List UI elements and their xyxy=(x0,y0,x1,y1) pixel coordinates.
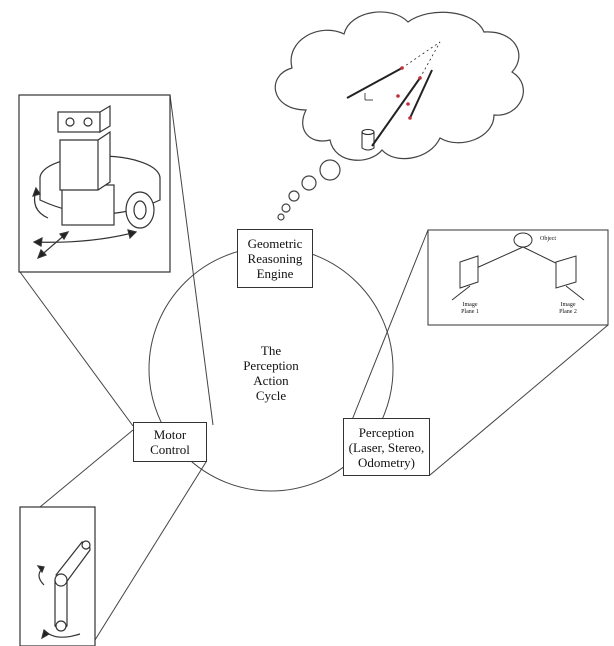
cycle-label-line: Perception xyxy=(243,358,299,373)
thought-cloud xyxy=(274,11,524,221)
cycle-label-line: Cycle xyxy=(255,388,287,403)
cycle-center-label: The Perception Action Cycle xyxy=(221,343,321,403)
box-label-line: Reasoning xyxy=(247,251,303,266)
geometric-reasoning-engine-box: Geometric Reasoning Engine xyxy=(237,229,313,288)
plane-label-line: Image xyxy=(560,302,576,308)
box-label-line: Engine xyxy=(256,266,294,281)
arm-inset xyxy=(19,506,96,646)
plane-label-line: Plane 1 xyxy=(461,309,479,315)
box-label-line: Motor xyxy=(153,427,187,442)
object-label: Object xyxy=(540,236,556,242)
robot-connector-line-top xyxy=(169,94,214,426)
box-label-line: (Laser, Stereo, xyxy=(348,439,425,455)
arm-connector-line-top xyxy=(39,429,134,508)
cycle-label-line: The xyxy=(260,343,282,358)
arm-connector-line-bottom xyxy=(94,461,207,641)
perception-box: Perception (Laser, Stereo, Odometry) xyxy=(343,418,430,476)
plane-label-line: Image xyxy=(462,302,478,308)
box-label-line: Perception xyxy=(358,424,415,440)
image-plane-2-label: Image Plane 2 xyxy=(550,302,586,316)
cycle-label-line: Action xyxy=(253,373,289,388)
box-label-line: Geometric xyxy=(247,236,303,251)
motor-control-box: Motor Control xyxy=(133,422,207,462)
cloud-geometry-sketch xyxy=(346,41,441,151)
stereo-connector-line-bottom xyxy=(429,324,609,476)
plane-label-line: Plane 2 xyxy=(559,309,577,315)
stereo-connector-line-top xyxy=(347,229,429,431)
robot-inset xyxy=(18,94,171,273)
image-plane-1-label: Image Plane 1 xyxy=(452,302,488,316)
box-label-line: Odometry) xyxy=(357,454,416,470)
robot-connector-line-bottom xyxy=(19,271,134,427)
stereo-inset xyxy=(427,229,609,326)
box-label-line: Control xyxy=(150,442,190,457)
cloud-feature-points xyxy=(396,66,422,120)
